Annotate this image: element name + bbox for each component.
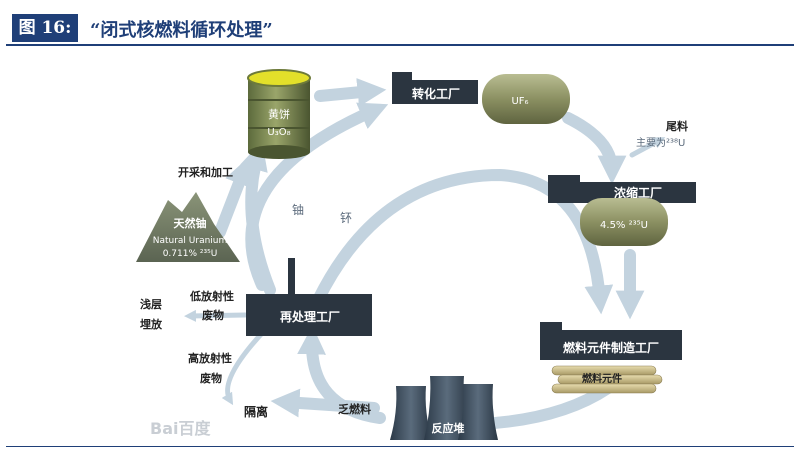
arrow-tails xyxy=(629,137,666,158)
natural-uranium-en: Natural Uranium xyxy=(153,236,228,246)
figure-header: 图 16: “闭式核燃料循环处理” xyxy=(6,14,794,46)
low-level-waste-label-2: 废物 xyxy=(202,308,224,322)
cycle-arrows xyxy=(214,78,645,438)
arrow-reactor-to-reprocessing xyxy=(297,325,386,424)
yellowcake-formula: U₃O₈ xyxy=(267,127,290,138)
fabrication-plant: 燃料元件制造工厂 xyxy=(540,322,682,360)
arrow-yellowcake-to-conversion xyxy=(314,78,387,107)
spent-fuel-label: 乏燃料 xyxy=(338,402,371,416)
enrichment-plant: 浓缩工厂 xyxy=(548,175,696,203)
arrow-conversion-to-enrichment xyxy=(562,112,627,185)
shallow-burial-label-2: 埋放 xyxy=(140,317,163,331)
enrichment-tank: 4.5% ²³⁵U xyxy=(580,198,668,246)
arrow-fabrication-to-reactor xyxy=(465,382,614,438)
waste-arrows xyxy=(184,137,666,406)
mining-label: 开采和加工 xyxy=(178,165,233,179)
figure-number: 图 16: xyxy=(12,14,78,42)
reprocessing-label: 再处理工厂 xyxy=(280,309,340,324)
tails-label: 尾料 xyxy=(665,119,688,133)
arrow-low-level-waste xyxy=(184,309,248,322)
high-level-waste-label-1: 高放射性 xyxy=(188,351,232,365)
reactor-label: 反应堆 xyxy=(432,421,465,435)
uranium-label: 铀 xyxy=(292,203,304,217)
isolation-label: 隔离 xyxy=(244,404,268,419)
arrow-mining xyxy=(214,156,253,238)
reactor: 反应堆 xyxy=(390,376,498,440)
arrow-recycled-uranium xyxy=(245,102,389,291)
uf6-tank: UF₆ xyxy=(482,74,570,124)
conversion-label: 转化工厂 xyxy=(412,86,460,101)
fuel-rods-label: 燃料元件 xyxy=(582,372,622,385)
yellowcake-label: 黄饼 xyxy=(268,107,290,121)
plutonium-label: 钚 xyxy=(340,211,352,225)
figure-title: “闭式核燃料循环处理” xyxy=(90,20,273,41)
reprocessing-plant: 再处理工厂 xyxy=(246,258,372,336)
arrow-high-level-waste xyxy=(221,327,268,406)
natural-uranium-cn: 天然铀 xyxy=(174,216,207,230)
shallow-burial-label-1: 浅层 xyxy=(140,297,162,311)
conversion-plant: 转化工厂 xyxy=(392,72,478,104)
fabrication-label: 燃料元件制造工厂 xyxy=(563,340,659,355)
tails-note: 主要为²³⁸U xyxy=(636,137,685,149)
natural-uranium-assay: 0.711% ²³⁵U xyxy=(163,249,218,259)
high-level-waste-label-2: 废物 xyxy=(200,371,222,385)
watermark: Bai百度 xyxy=(150,419,211,438)
enrichment-tank-label: 4.5% ²³⁵U xyxy=(600,220,648,231)
arrow-spent-fuel-isolation xyxy=(270,388,380,418)
natural-uranium: 天然铀 Natural Uranium 0.711% ²³⁵U xyxy=(136,192,240,262)
enrichment-label: 浓缩工厂 xyxy=(614,185,662,200)
bottom-rule xyxy=(6,446,794,447)
uf6-tank-label: UF₆ xyxy=(511,96,528,107)
fuel-rods: 燃料元件 xyxy=(551,365,663,394)
yellowcake-drum: 黄饼 U₃O₈ xyxy=(247,69,311,159)
low-level-waste-label-1: 低放射性 xyxy=(189,289,234,303)
